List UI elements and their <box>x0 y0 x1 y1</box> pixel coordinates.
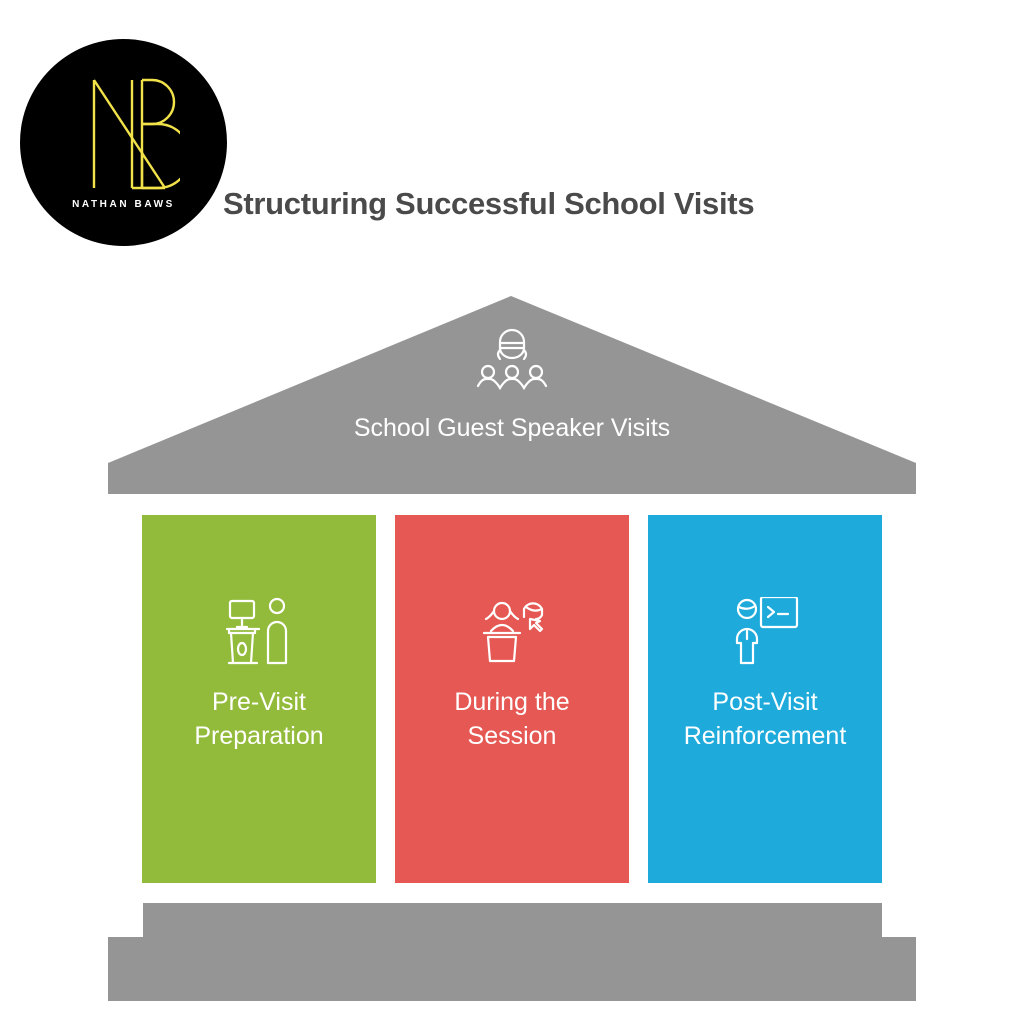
base-upper-step <box>143 903 882 939</box>
pillar-pre-visit-preparation: Pre-Visit Preparation <box>142 515 376 883</box>
presenter-podium-icon <box>225 597 288 665</box>
speaker-interaction-icon <box>482 601 544 663</box>
page-title: Structuring Successful School Visits <box>223 186 755 221</box>
pillar-label: During the Session <box>454 688 570 750</box>
roof-pediment <box>108 296 916 494</box>
brand-name: NATHAN BAWS <box>72 199 175 210</box>
nb-monogram-icon <box>92 78 180 190</box>
roof-label: School Guest Speaker Visits <box>353 414 671 442</box>
nathan-baws-logo: NATHAN BAWS <box>20 39 227 246</box>
speaker-audience-icon <box>476 328 548 391</box>
instructor-terminal-icon <box>735 597 799 665</box>
pillar-during-the-session: During the Session <box>395 515 629 883</box>
base-lower-step <box>108 937 916 1001</box>
pillar-label: Pre-Visit Preparation <box>194 688 324 750</box>
pillar-post-visit-reinforcement: Post-Visit Reinforcement <box>648 515 882 883</box>
pillar-label: Post-Visit Reinforcement <box>683 688 847 750</box>
